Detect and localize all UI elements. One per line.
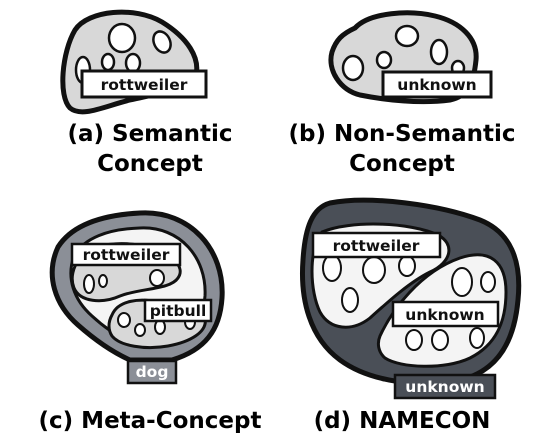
caption-a-line1: (a) Semantic (67, 121, 232, 147)
instance-ellipse (398, 255, 416, 277)
instance-ellipse (98, 274, 108, 288)
label-text: rottweiler (83, 246, 170, 264)
label-tag-unknown: unknown (381, 70, 493, 99)
label-text: rottweiler (333, 237, 420, 255)
label-tag-dog: dog (126, 359, 178, 385)
instance-ellipse (134, 323, 146, 337)
label-text: rottweiler (101, 76, 188, 94)
label-tag-rottweiler: rottweiler (311, 231, 442, 259)
instance-ellipse (149, 269, 165, 287)
instance-ellipse (322, 254, 342, 282)
instance-ellipse (341, 54, 365, 82)
instance-ellipse (152, 30, 172, 54)
instance-ellipse (451, 267, 473, 297)
label-text: unknown (397, 76, 476, 94)
instance-ellipse (375, 50, 393, 70)
caption-d: (d) NAMECON (314, 408, 491, 434)
panel-b: unknown (b) Non-Semantic Concept (288, 10, 516, 177)
caption-b-line2: Concept (349, 151, 455, 177)
instance-ellipse (341, 287, 359, 313)
label-text: unknown (405, 378, 484, 396)
label-text: dog (136, 363, 169, 381)
label-tag-rottweiler: rottweiler (80, 69, 208, 99)
label-text: unknown (405, 306, 484, 324)
label-tag-outer-unknown: unknown (393, 373, 497, 400)
caption-c: (c) Meta-Concept (39, 408, 262, 434)
label-tag-rottweiler: rottweiler (70, 242, 182, 267)
instance-ellipse (469, 327, 485, 349)
instance-ellipse (117, 312, 131, 328)
instance-ellipse (362, 256, 386, 284)
caption-b-line1: (b) Non-Semantic (288, 121, 515, 147)
instance-ellipse (480, 271, 496, 293)
panel-d: rottweiler unknown unknown (d) NAMECON (300, 197, 522, 434)
instance-ellipse (83, 274, 95, 294)
instance-ellipse (429, 38, 449, 66)
instance-ellipse (107, 22, 137, 54)
panel-a: rottweiler (a) Semantic Concept (60, 9, 233, 177)
instance-ellipse (405, 329, 423, 351)
label-tag-unknown: unknown (391, 300, 500, 328)
caption-a-line2: Concept (97, 151, 203, 177)
instance-ellipse (124, 52, 142, 74)
instance-ellipse (394, 24, 420, 48)
panel-c: rottweiler pitbull dog (c) Meta-Concept (39, 210, 262, 434)
instance-ellipse (100, 52, 116, 72)
instance-ellipse (431, 329, 449, 351)
label-text: pitbull (150, 302, 207, 320)
label-tag-pitbull: pitbull (143, 298, 213, 323)
